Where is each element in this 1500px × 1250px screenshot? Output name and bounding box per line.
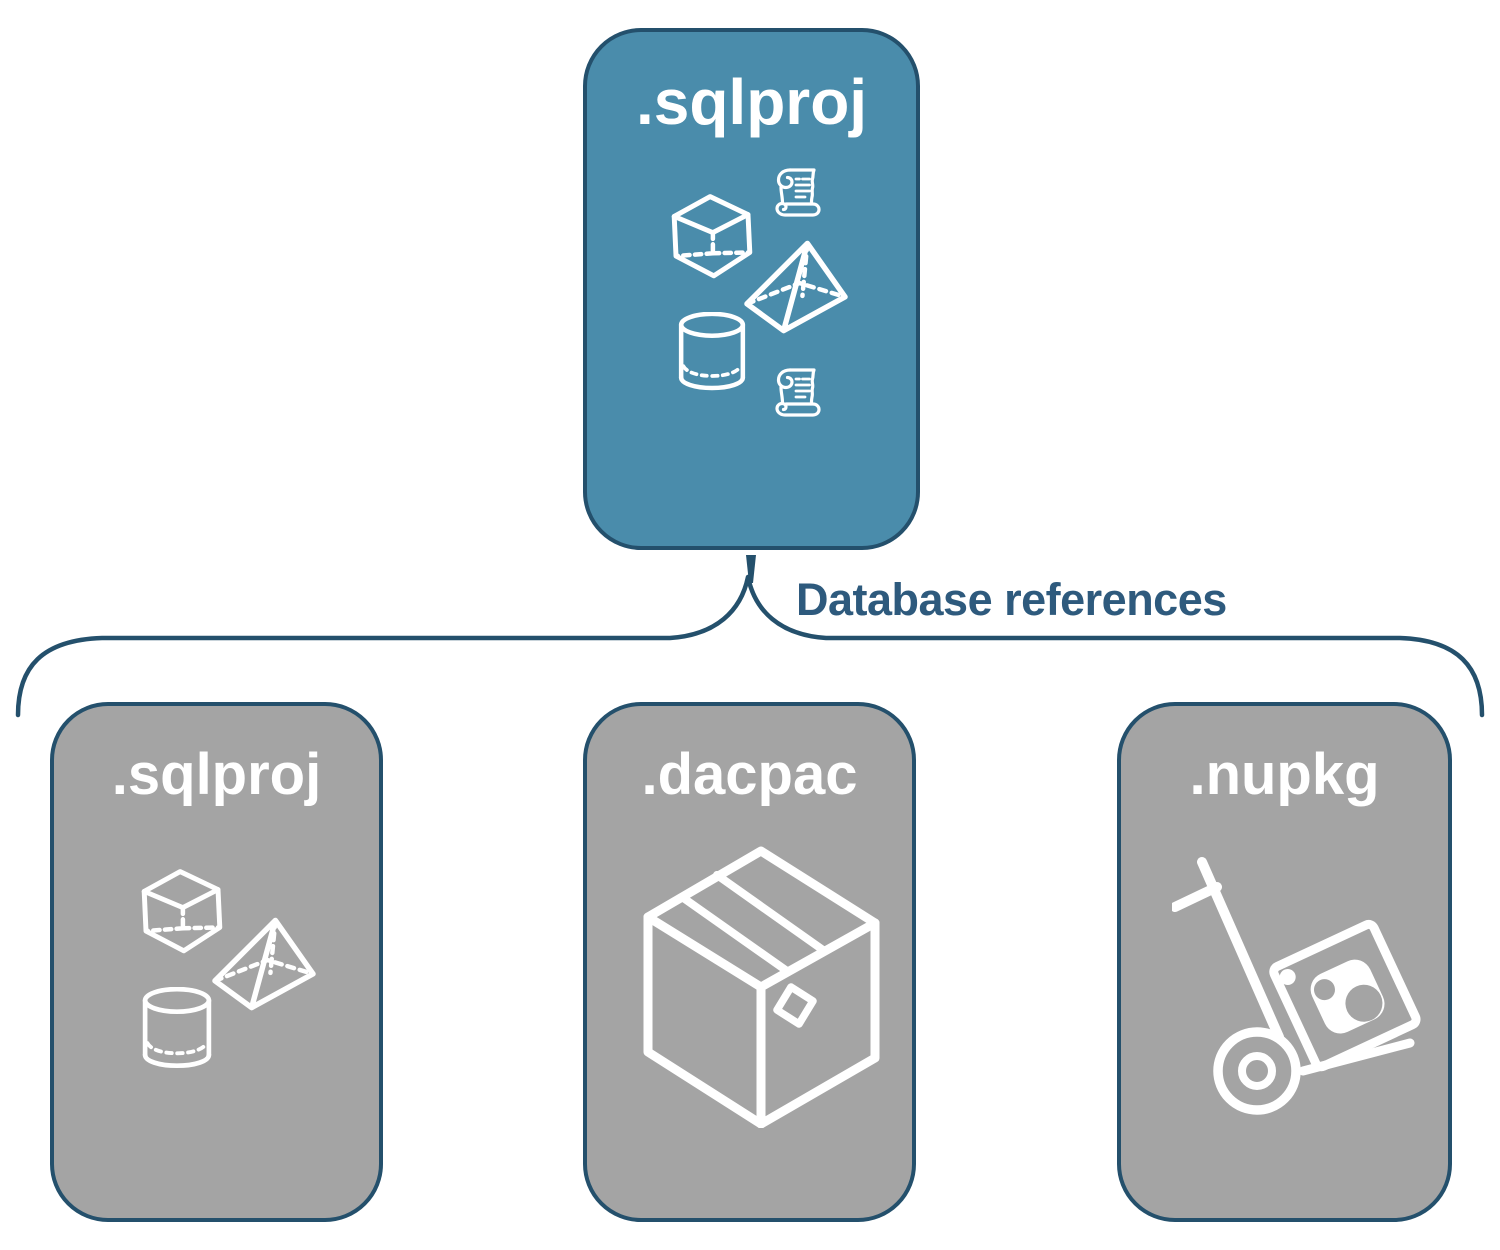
node-label-child-dacpac: .dacpac <box>641 742 858 807</box>
scroll-icon <box>775 368 821 417</box>
pyramid-icon <box>744 240 848 335</box>
hand-truck-icon <box>1172 854 1442 1146</box>
node-root-sqlproj: .sqlproj <box>583 28 920 550</box>
connector-label: Database references <box>796 574 1227 625</box>
node-child-dacpac: .dacpac <box>583 702 916 1222</box>
brace-connector <box>15 555 1485 718</box>
scroll-icon <box>775 168 821 217</box>
cylinder-icon <box>678 312 746 391</box>
node-label-child-sqlproj: .sqlproj <box>111 742 322 807</box>
node-child-sqlproj: .sqlproj <box>50 702 383 1222</box>
node-label-child-nupkg: .nupkg <box>1189 742 1380 807</box>
cylinder-icon <box>142 987 212 1069</box>
pyramid-icon <box>212 917 316 1012</box>
node-child-nupkg: .nupkg <box>1117 702 1452 1222</box>
package-box-icon <box>641 846 881 1128</box>
node-label-root: .sqlproj <box>635 66 868 138</box>
